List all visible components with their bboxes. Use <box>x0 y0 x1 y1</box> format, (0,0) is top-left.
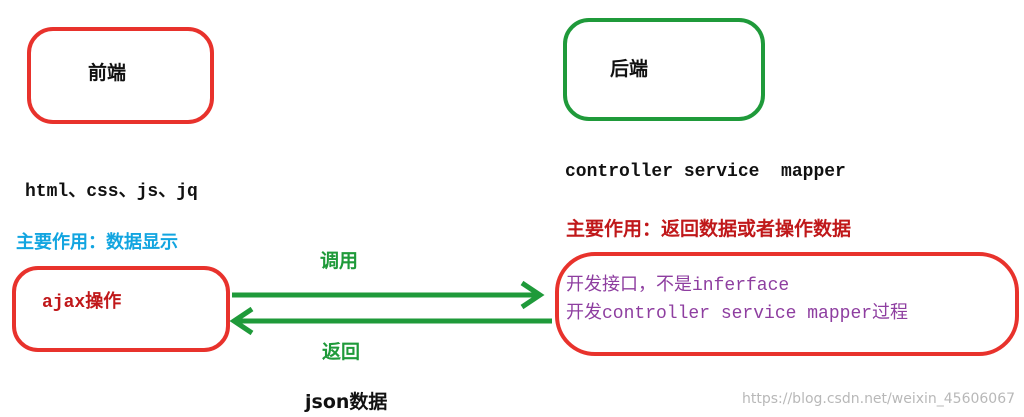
call-label: 调用 <box>320 250 359 272</box>
json-payload-label: json数据 <box>305 391 388 413</box>
backend-box <box>563 18 765 121</box>
backend-tasks-box <box>555 252 1019 356</box>
backend-task-interface: 开发接口，不是inferface <box>566 276 790 296</box>
frontend-box <box>27 27 214 124</box>
ajax-label: ajax操作 <box>42 293 122 313</box>
return-label: 返回 <box>322 341 361 363</box>
backend-task-process: 开发controller service mapper过程 <box>566 304 909 324</box>
frontend-role: 主要作用：数据显示 <box>16 232 178 253</box>
frontend-tech-list: html、css、js、jq <box>25 182 198 202</box>
ajax-box <box>12 266 230 352</box>
watermark: https://blog.csdn.net/weixin_45606067 <box>742 391 1016 407</box>
backend-layers: controller service mapper <box>565 162 846 182</box>
return-arrow <box>229 306 552 336</box>
frontend-title: 前端 <box>88 62 127 84</box>
call-arrow <box>232 280 545 310</box>
backend-role: 主要作用：返回数据或者操作数据 <box>566 218 852 240</box>
backend-title: 后端 <box>610 58 649 80</box>
